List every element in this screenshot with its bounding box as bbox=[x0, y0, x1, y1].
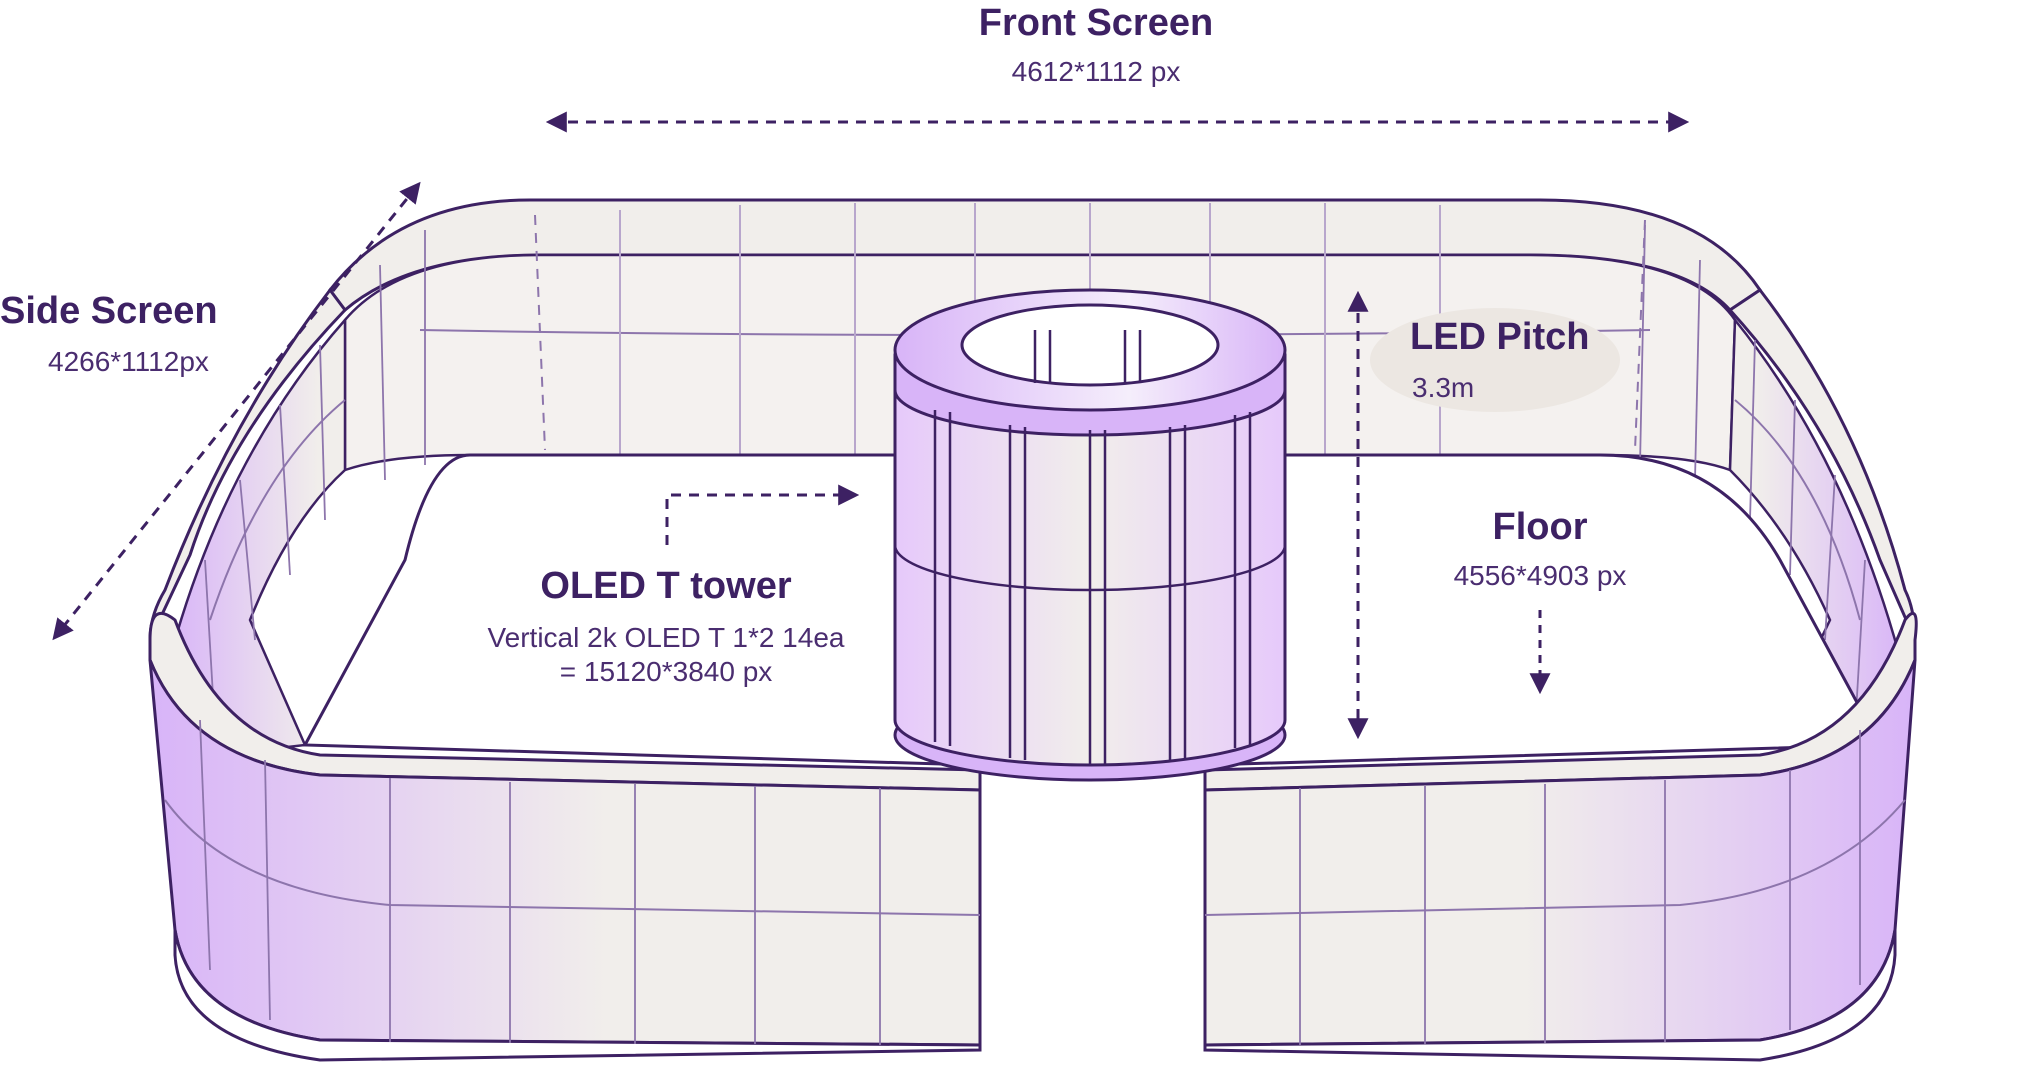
led-pitch-badge bbox=[1370, 308, 1620, 412]
oled-tower bbox=[893, 288, 1287, 782]
floor-title: Floor bbox=[1492, 506, 1588, 548]
floor-resolution: 4556*4903 px bbox=[1453, 560, 1627, 591]
oled-tower-spec-line1: Vertical 2k OLED T 1*2 14ea bbox=[487, 622, 845, 653]
led-pitch-value: 3.3m bbox=[1412, 372, 1475, 403]
front-right-wall bbox=[1203, 611, 1918, 1062]
front-screen-title: Front Screen bbox=[978, 2, 1214, 44]
led-pitch-title: LED Pitch bbox=[1410, 316, 1590, 358]
oled-tower-title: OLED T tower bbox=[540, 565, 792, 607]
front-screen-resolution: 4612*1112 px bbox=[1011, 56, 1181, 87]
side-screen-title: Side Screen bbox=[0, 290, 218, 332]
oled-tower-spec-line2: = 15120*3840 px bbox=[559, 656, 773, 687]
side-screen-resolution: 4266*1112px bbox=[48, 346, 209, 377]
side-screen-dimension-arrow bbox=[52, 181, 421, 641]
